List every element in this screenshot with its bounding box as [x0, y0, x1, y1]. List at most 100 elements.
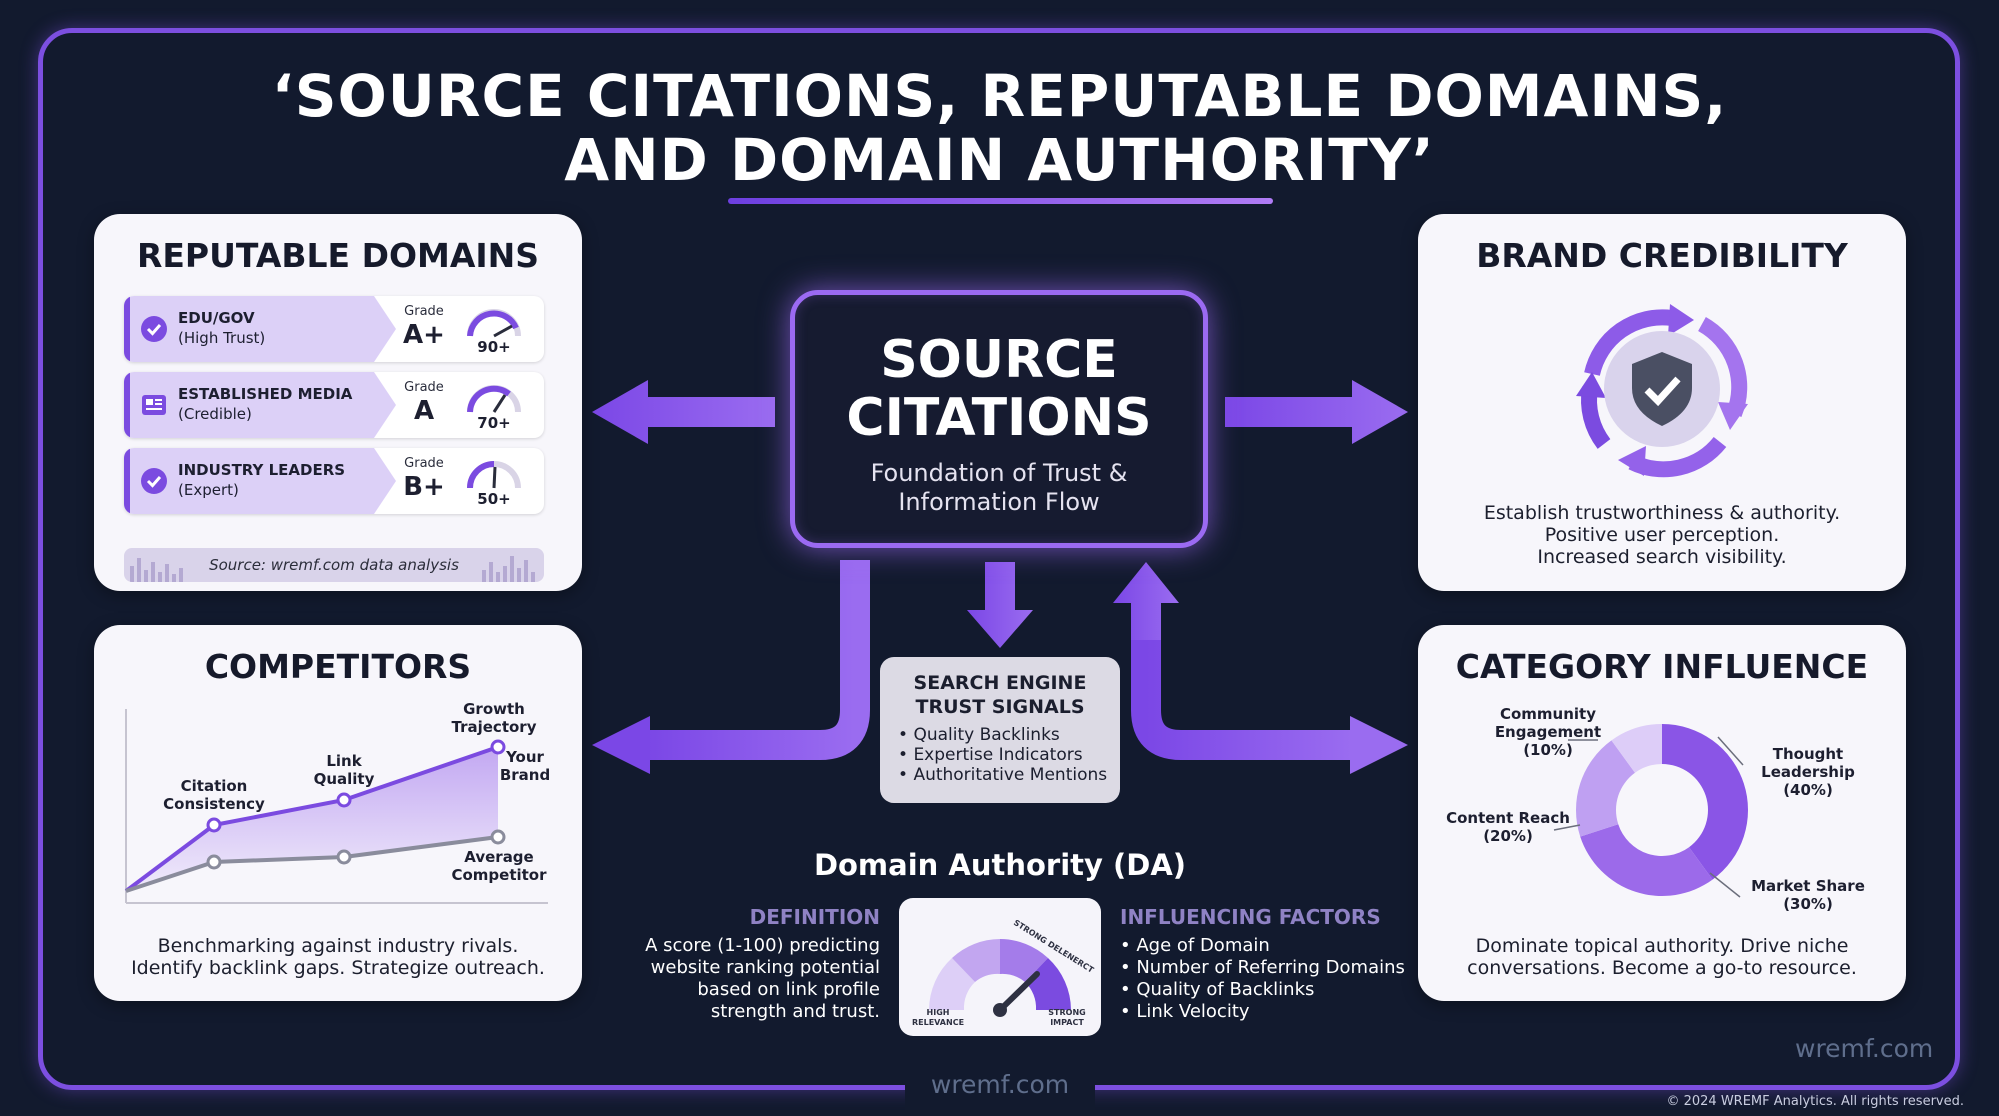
domain-sub: (Credible) — [178, 405, 252, 423]
label-average-competitor: Average Competitor — [451, 848, 547, 884]
definition-text: A score (1-100) predicting website ranki… — [645, 935, 880, 1022]
arrowhead-left-bottom — [592, 716, 650, 774]
brand-credibility-text: Establish trustworthiness & authority. P… — [1418, 502, 1906, 568]
domain-sub: (Expert) — [178, 481, 239, 499]
competitor-point — [206, 854, 222, 870]
grade-value: B+ — [403, 472, 445, 502]
label-citation-consistency: Citation Consistency — [163, 777, 265, 813]
footer-brand: wremf.com — [930, 1070, 1070, 1099]
category-line-1: Dominate topical authority. Drive niche — [1475, 935, 1849, 957]
score-gauge-icon — [467, 461, 521, 489]
hub-title: SOURCE CITATIONS — [846, 330, 1152, 448]
grade-label: Grade — [404, 304, 444, 319]
list-item: Link Velocity — [1120, 1001, 1405, 1023]
list-item: Age of Domain — [1120, 935, 1405, 957]
domain-row-edu-gov: EDU/GOV (High Trust) Grade A+ 90+ — [124, 296, 544, 362]
grade-value: A — [413, 396, 435, 426]
watermark: wremf.com — [1795, 1034, 1934, 1063]
factors-list: Age of Domain Number of Referring Domain… — [1120, 935, 1405, 1023]
score-gauge-icon — [467, 385, 521, 413]
grade-label: Grade — [404, 456, 444, 471]
donut-slice-3 — [1611, 724, 1662, 773]
list-item: Authoritative Mentions — [898, 765, 1107, 785]
hub-subtitle: Foundation of Trust & Information Flow — [870, 459, 1128, 516]
source-citations-hub: SOURCE CITATIONS Foundation of Trust & I… — [790, 290, 1208, 548]
category-donut-chart — [1553, 724, 1748, 898]
domain-name: EDU/GOV — [178, 309, 255, 327]
donut-slice-1 — [1580, 824, 1713, 896]
check-badge-icon — [141, 468, 167, 494]
check-badge-icon — [141, 316, 167, 342]
label-community-engagement: Community Engagement (10%) — [1494, 705, 1602, 759]
list-item: Number of Referring Domains — [1120, 957, 1405, 979]
copyright: © 2024 WREMF Analytics. All rights reser… — [1666, 1094, 1964, 1109]
arrow-right-top — [1225, 380, 1408, 444]
source-note: Source: wremf.com data analysis — [209, 556, 459, 574]
score-value: 90+ — [477, 338, 511, 356]
label-content-reach: Content Reach (20%) — [1446, 809, 1570, 845]
reputable-domains-card: REPUTABLE DOMAINS EDU/GOV (High Trust) G… — [94, 214, 582, 591]
brand-point — [336, 792, 352, 808]
leader-line-1 — [1717, 736, 1744, 766]
title-underline — [728, 198, 1273, 204]
grade-value: A+ — [403, 320, 445, 350]
label-link-quality: Link Quality — [313, 752, 375, 788]
brand-credibility-title: BRAND CREDIBILITY — [1476, 236, 1848, 275]
label-market-share: Market Share (30%) — [1751, 877, 1865, 913]
brand-line-1: Establish trustworthiness & authority. — [1483, 502, 1841, 524]
average-competitor-line — [125, 835, 499, 893]
brand-point — [490, 739, 506, 755]
da-gauge-card: STRONG DELENERCT HIGH RELEVANCE STRONG I… — [899, 898, 1101, 1036]
label-your-brand: Your Brand — [499, 748, 551, 784]
score-value: 50+ — [477, 490, 511, 508]
brand-credibility-card: BRAND CREDIBILITY Establish trustworthin… — [1418, 214, 1906, 591]
category-influence-card: CATEGORY INFLUENCE Community Engagement … — [1418, 625, 1906, 1001]
list-item: Quality Backlinks — [898, 725, 1107, 745]
domain-row-established-media: ESTABLISHED MEDIA (Credible) Grade A 70+ — [124, 372, 544, 438]
page-title-line1: ‘SOURCE CITATIONS, REPUTABLE DOMAINS, — [271, 62, 1728, 130]
domain-authority-title: Domain Authority (DA) — [813, 848, 1187, 882]
source-bar: Source: wremf.com data analysis — [124, 548, 544, 582]
domain-name: INDUSTRY LEADERS — [178, 461, 346, 479]
arrow-left-top — [592, 380, 775, 444]
leader-line-3 — [1709, 872, 1741, 898]
arrow-down-center — [967, 562, 1033, 648]
category-line-2: conversations. Become a go-to resource. — [1467, 957, 1857, 979]
competitors-text: Benchmarking against industry rivals. Id… — [94, 935, 582, 979]
brand-line-2: Positive user perception. — [1544, 524, 1780, 546]
leader-line-2 — [1553, 824, 1581, 831]
arrowhead-right-bottom — [1350, 716, 1408, 774]
connector-left-bottom — [648, 560, 870, 760]
gauge-high-label: STRONG IMPACT — [1048, 1008, 1086, 1027]
shield-cycle-icon — [1576, 304, 1748, 478]
trust-signals-list: Quality Backlinks Expertise Indicators A… — [898, 725, 1107, 785]
competitors-line-1: Benchmarking against industry rivals. — [157, 935, 519, 957]
category-influence-text: Dominate topical authority. Drive niche … — [1418, 935, 1906, 979]
brand-line-3: Increased search visibility. — [1537, 546, 1787, 568]
page-title-line2: AND DOMAIN AUTHORITY’ — [564, 126, 1435, 194]
gauge-low-label: HIGH RELEVANCE — [911, 1008, 965, 1027]
arrow-up-center — [1113, 562, 1179, 640]
donut-slice-2 — [1576, 740, 1635, 837]
your-brand-line — [124, 745, 499, 893]
label-thought-leadership: Thought Leadership (40%) — [1761, 745, 1855, 799]
competitor-point — [336, 849, 352, 865]
brand-point — [206, 817, 222, 833]
donut-slice-0 — [1662, 724, 1748, 880]
reputable-domains-title: REPUTABLE DOMAINS — [136, 236, 540, 275]
factors-label: INFLUENCING FACTORS — [1120, 905, 1381, 929]
domain-sub: (High Trust) — [178, 329, 266, 347]
definition-label: DEFINITION — [749, 905, 880, 929]
domain-row-industry-leaders: INDUSTRY LEADERS (Expert) Grade B+ 50+ — [124, 448, 544, 514]
trust-signals-title: SEARCH ENGINE TRUST SIGNALS — [913, 672, 1087, 718]
label-growth-trajectory: Growth Trajectory — [451, 700, 537, 736]
domain-name: ESTABLISHED MEDIA — [178, 385, 353, 403]
category-influence-title: CATEGORY INFLUENCE — [1455, 647, 1869, 686]
list-item: Quality of Backlinks — [1120, 979, 1405, 1001]
grade-label: Grade — [404, 380, 444, 395]
trust-signals-box: SEARCH ENGINE TRUST SIGNALS Quality Back… — [880, 657, 1120, 803]
list-item: Expertise Indicators — [898, 745, 1107, 765]
competitors-line-2: Identify backlink gaps. Strategize outre… — [131, 957, 545, 979]
competitor-line-chart — [124, 709, 548, 904]
